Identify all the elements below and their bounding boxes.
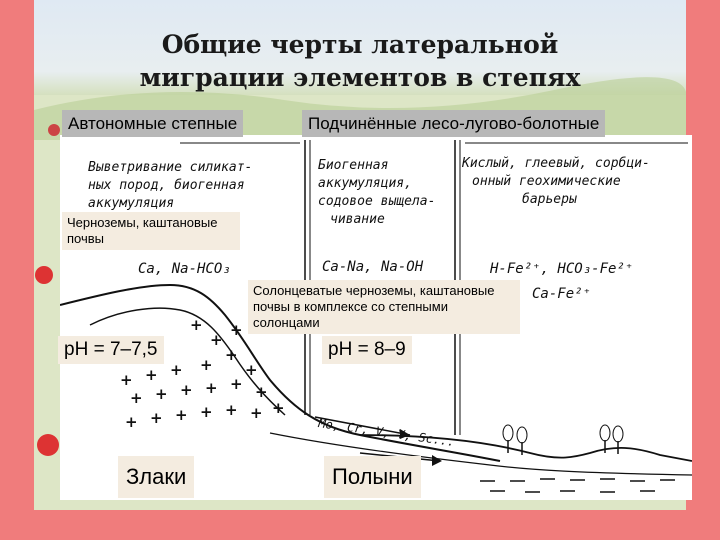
ph-autonomous: pH = 7–7,5: [58, 336, 164, 364]
lowland-surface-line: [359, 434, 692, 462]
svg-text:+: +: [155, 385, 168, 403]
tree-icon-1: [502, 424, 514, 453]
note-solonetz-soils: Солонцеватые черноземы, каштановые почвы…: [248, 280, 520, 334]
svg-text:+: +: [150, 409, 163, 427]
left-frame: [0, 0, 34, 540]
svg-text:+: +: [120, 371, 133, 389]
svg-text:+: +: [175, 406, 188, 424]
hw-col2-line1: Биогенная: [318, 158, 388, 173]
svg-text:+: +: [170, 361, 183, 379]
hw-col2-line4: чивание: [330, 212, 385, 227]
svg-text:+: +: [200, 356, 213, 374]
soil-horizon-line: [89, 307, 286, 416]
title-line-2: миграции элементов в степях: [139, 63, 581, 92]
water-dash-marks: [480, 478, 675, 493]
svg-text:+: +: [190, 316, 203, 334]
hw-col2-formula: Ca-Na, Na-OH: [322, 259, 424, 275]
hw-col1-line3: аккумуляция: [88, 196, 174, 211]
hw-col1-formula: Ca, Na-HCO₃: [138, 261, 231, 277]
svg-text:+: +: [255, 383, 268, 401]
hw-col3-formula-2: Ca-Fe²⁺: [532, 286, 591, 302]
tree-icon-4: [612, 425, 624, 454]
note-chernozems: Черноземы, каштановые почвы: [62, 212, 240, 250]
header-autonomous-steppe: Автономные степные: [62, 110, 244, 137]
svg-text:+: +: [230, 321, 243, 339]
tree-icon-2: [516, 426, 528, 455]
migration-arrow-1: [314, 416, 411, 436]
arrowhead-2: [432, 455, 442, 466]
relief-profile-line: [60, 283, 501, 462]
hw-col2-line2: аккумуляция,: [318, 176, 412, 191]
hw-col1-line1: Выветривание силикат-: [88, 160, 252, 175]
plants-wormwood: Полыни: [324, 456, 421, 498]
ph-subordinate: pH = 8–9: [322, 336, 412, 364]
hw-col3-line2: онный геохимические: [472, 174, 621, 189]
svg-text:+: +: [130, 389, 143, 407]
groundwater-line: [269, 432, 692, 476]
hw-col3-line3: барьеры: [522, 192, 577, 207]
title-line-1: Общие черты латеральной: [161, 30, 559, 59]
svg-text:+: +: [225, 401, 238, 419]
svg-text:+: +: [250, 404, 263, 422]
header-subordinate-landscapes: Подчинённые лесо-лугово-болотные: [302, 110, 606, 137]
hw-col3-line1: Кислый, глеевый, сорбци-: [461, 156, 650, 171]
svg-text:+: +: [210, 331, 223, 349]
hw-col1-line2: ных пород, биогенная: [88, 178, 245, 193]
tree-icon-3: [599, 424, 611, 453]
svg-text:+: +: [272, 399, 285, 417]
svg-text:+: +: [230, 375, 243, 393]
svg-text:+: +: [145, 366, 158, 384]
bottom-frame: [0, 510, 720, 540]
svg-text:+: +: [125, 413, 138, 431]
svg-text:+: +: [200, 403, 213, 421]
hw-col3-formula-1: H-Fe²⁺, HCO₃-Fe²⁺: [489, 261, 633, 277]
arrowhead-1: [400, 429, 410, 439]
svg-text:+: +: [225, 346, 238, 364]
svg-text:+: +: [205, 379, 218, 397]
svg-text:+: +: [180, 381, 193, 399]
svg-text:+: +: [245, 361, 258, 379]
soil-plus-marks: +++ ++++++ ++++++ +++++++: [120, 316, 285, 431]
plants-grasses: Злаки: [118, 456, 195, 498]
hw-col2-line3: содовое выщела-: [318, 194, 435, 209]
slide-title: Общие черты латеральной миграции элемент…: [34, 28, 686, 94]
